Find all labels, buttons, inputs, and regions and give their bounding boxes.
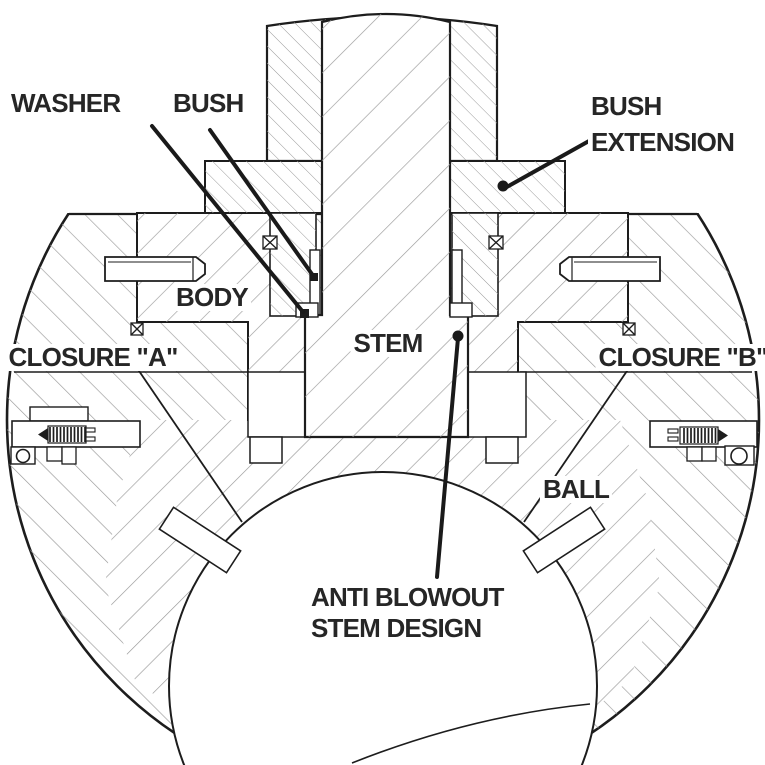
leader-lines <box>150 124 591 579</box>
bush-extension-leader-dot <box>497 180 509 192</box>
bush-extension-leader <box>503 139 591 190</box>
dowel-pin-right <box>559 256 661 282</box>
label-bush-extension-line2: EXTENSION <box>591 127 735 157</box>
bush-leader <box>208 128 316 279</box>
label-bush-extension-line1: BUSH <box>591 91 662 121</box>
stem-shape <box>303 12 470 439</box>
label-closure-b: CLOSURE "B" <box>595 343 765 372</box>
label-washer: WASHER <box>8 89 124 118</box>
gland-seals <box>130 235 636 336</box>
dowel-pin-left <box>104 256 206 282</box>
bush-leader-end <box>310 273 318 281</box>
seat-spring-left <box>11 406 141 448</box>
o-ring-right <box>686 445 755 466</box>
washer-notch-right <box>449 302 473 318</box>
label-bush: BUSH <box>170 89 247 118</box>
o-ring-left <box>10 446 77 465</box>
ball-bore-arc <box>351 703 591 764</box>
label-anti-blowout-line2: STEM DESIGN <box>311 613 482 643</box>
seat-pocket-left <box>247 371 307 464</box>
label-anti-blowout: ANTI BLOWOUT STEM DESIGN <box>308 582 507 644</box>
label-stem: STEM <box>350 329 426 358</box>
label-ball: BALL <box>539 475 613 504</box>
seat-pocket-right <box>467 371 527 464</box>
washer-leader <box>150 124 305 314</box>
label-bush-extension: BUSH EXTENSION <box>588 88 738 160</box>
label-anti-blowout-line1: ANTI BLOWOUT <box>311 582 504 612</box>
seat-spring-right <box>649 420 758 448</box>
seat-ring-left <box>158 506 242 574</box>
seat-ring-right <box>522 506 606 574</box>
label-body: BODY <box>173 283 251 312</box>
label-closure-a: CLOSURE "A" <box>5 343 181 372</box>
washer-part <box>300 309 309 318</box>
anti-blowout-leader-dot <box>452 330 464 342</box>
joint-line-left <box>136 367 243 523</box>
anti-blowout-leader <box>435 336 460 579</box>
